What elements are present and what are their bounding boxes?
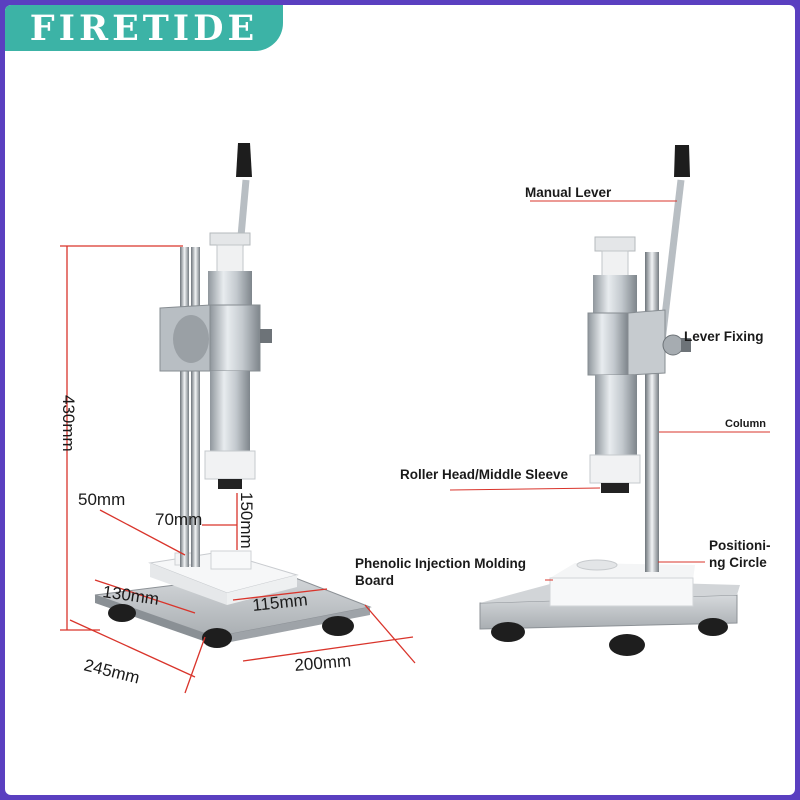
- label-column: Column: [725, 418, 766, 430]
- dim-stroke: 150mm: [237, 492, 256, 549]
- part-labels: Manual Lever Lever Fixing Column Roller …: [355, 185, 771, 588]
- dim-base-depth: 245mm: [82, 655, 142, 687]
- dim-column-offset: 50mm: [78, 490, 125, 509]
- right-press: [479, 145, 740, 656]
- label-board-line2: Board: [355, 573, 394, 588]
- dim-base-width: 200mm: [294, 651, 352, 675]
- dimension-labels: 430mm 50mm 70mm 150mm 130mm 115mm 245mm …: [59, 395, 352, 688]
- dimension-lines: [60, 245, 416, 694]
- label-lever-fixing: Lever Fixing: [684, 329, 764, 344]
- left-press: [94, 143, 372, 648]
- dim-head-width: 70mm: [155, 510, 202, 529]
- machine-illustration: 430mm 50mm 70mm 150mm 130mm 115mm 245mm …: [59, 143, 771, 694]
- label-positioning-line2: ng Circle: [709, 555, 767, 570]
- dim-height: 430mm: [59, 395, 78, 452]
- brand-banner: FIRETIDE: [5, 5, 283, 51]
- brand-name: FIRETIDE: [29, 7, 259, 49]
- product-diagram: FIRETIDE: [5, 5, 795, 795]
- label-roller-head: Roller Head/Middle Sleeve: [400, 467, 569, 482]
- label-manual-lever: Manual Lever: [525, 185, 612, 200]
- leader-lines: [449, 200, 770, 581]
- label-positioning-line1: Positioni-: [709, 538, 771, 553]
- label-board-line1: Phenolic Injection Molding: [355, 556, 526, 571]
